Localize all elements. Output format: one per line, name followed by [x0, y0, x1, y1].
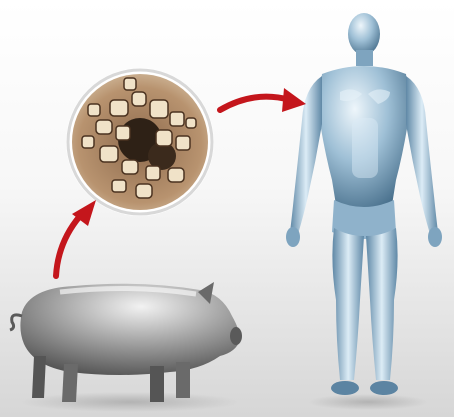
diagram-canvas: [0, 0, 454, 417]
diagram-svg: [0, 0, 454, 417]
